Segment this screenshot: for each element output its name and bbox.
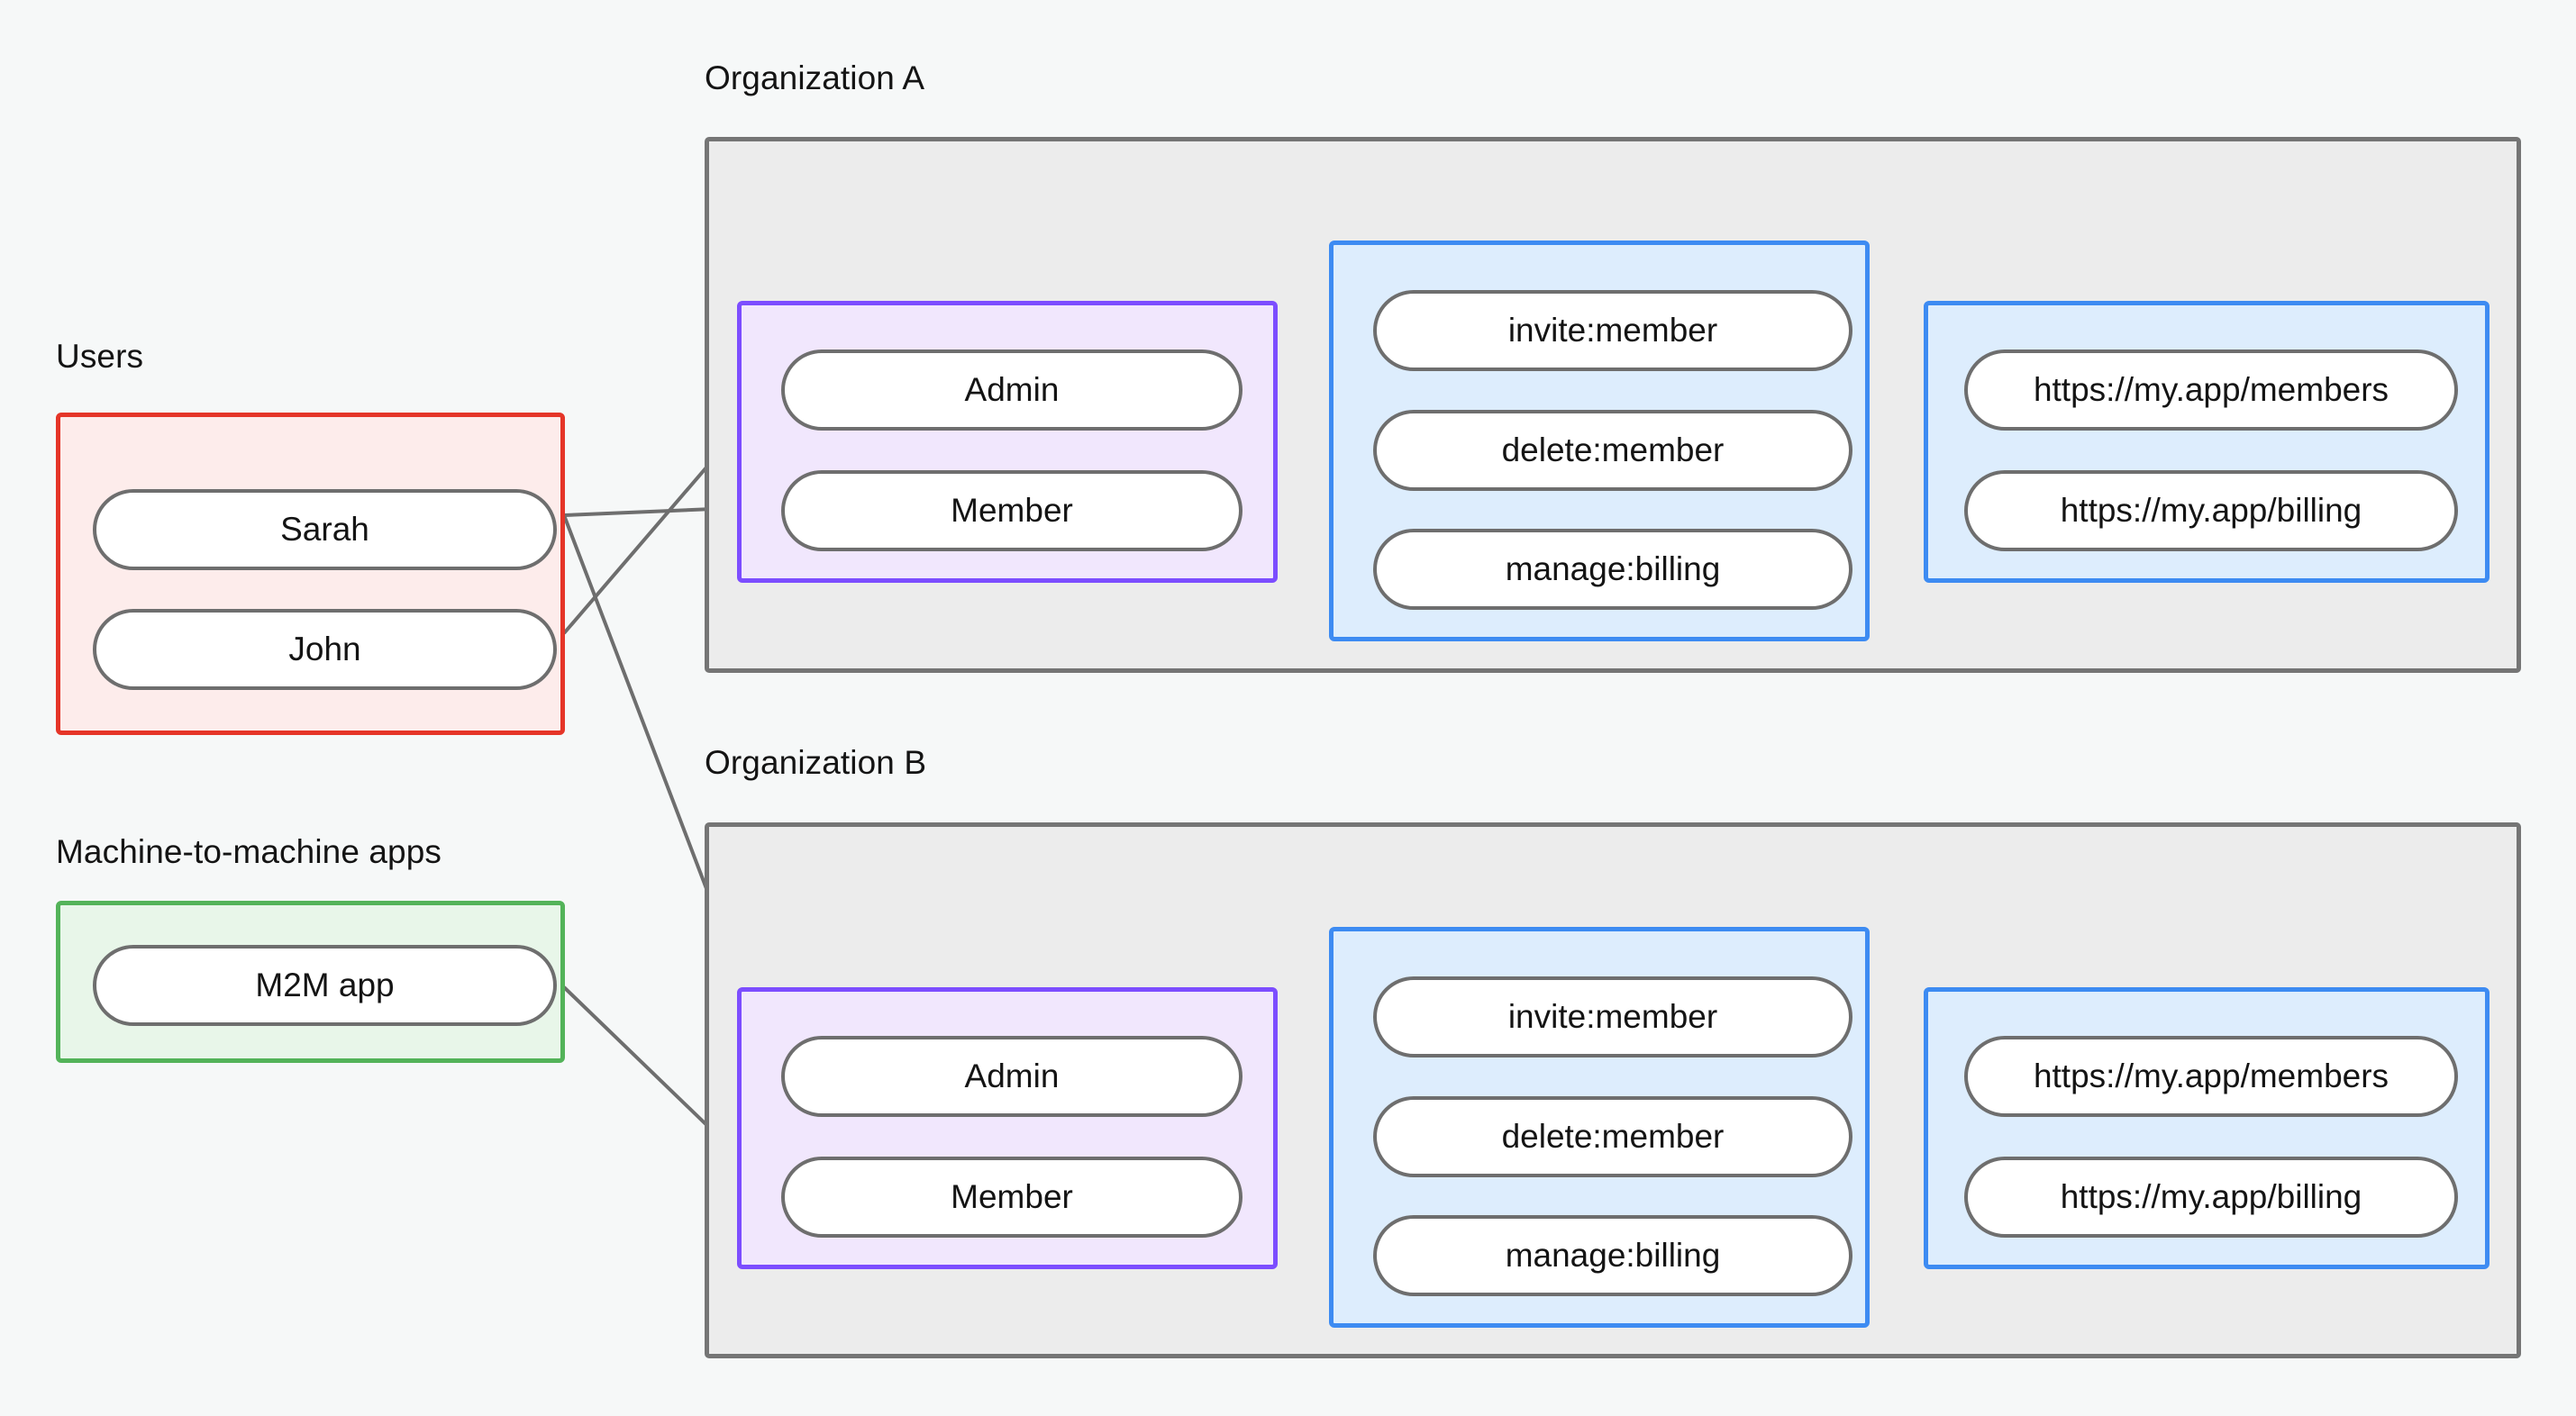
orgA-api-resources-container: https://my.app/members https://my.app/bi… — [1924, 301, 2490, 583]
orgA-roles-container: Admin Member — [737, 301, 1278, 583]
organization-b-label: Organization B — [705, 744, 927, 781]
orgB-roles-container: Admin Member — [737, 987, 1278, 1269]
orgA-role-pill-member[interactable]: Member — [781, 470, 1242, 551]
orgB-api-pill-billing[interactable]: https://my.app/billing — [1964, 1157, 2458, 1238]
orgB-permission-pill-delete-member[interactable]: delete:member — [1373, 1096, 1852, 1177]
orgB-permissions-container: invite:member delete:member manage:billi… — [1329, 927, 1870, 1328]
orgB-role-pill-admin[interactable]: Admin — [781, 1036, 1242, 1117]
m2m-group-label: Machine-to-machine apps — [56, 833, 442, 870]
m2m-container: M2M app — [56, 901, 565, 1063]
user-pill-john[interactable]: John — [93, 609, 557, 690]
orgA-permissions-container: invite:member delete:member manage:billi… — [1329, 241, 1870, 641]
orgA-permission-pill-invite-member[interactable]: invite:member — [1373, 290, 1852, 371]
orgB-permission-pill-invite-member[interactable]: invite:member — [1373, 976, 1852, 1057]
user-pill-sarah[interactable]: Sarah — [93, 489, 557, 570]
orgA-role-pill-admin[interactable]: Admin — [781, 349, 1242, 431]
users-container: Sarah John — [56, 413, 565, 735]
orgA-permission-pill-delete-member[interactable]: delete:member — [1373, 410, 1852, 491]
orgA-permission-pill-manage-billing[interactable]: manage:billing — [1373, 529, 1852, 610]
orgA-api-pill-billing[interactable]: https://my.app/billing — [1964, 470, 2458, 551]
orgB-role-pill-member[interactable]: Member — [781, 1157, 1242, 1238]
m2m-pill-app[interactable]: M2M app — [93, 945, 557, 1026]
orgB-api-pill-members[interactable]: https://my.app/members — [1964, 1036, 2458, 1117]
users-group-label: Users — [56, 338, 144, 375]
orgB-api-resources-container: https://my.app/members https://my.app/bi… — [1924, 987, 2490, 1269]
orgA-api-pill-members[interactable]: https://my.app/members — [1964, 349, 2458, 431]
orgB-permission-pill-manage-billing[interactable]: manage:billing — [1373, 1215, 1852, 1296]
organization-a-label: Organization A — [705, 59, 925, 96]
